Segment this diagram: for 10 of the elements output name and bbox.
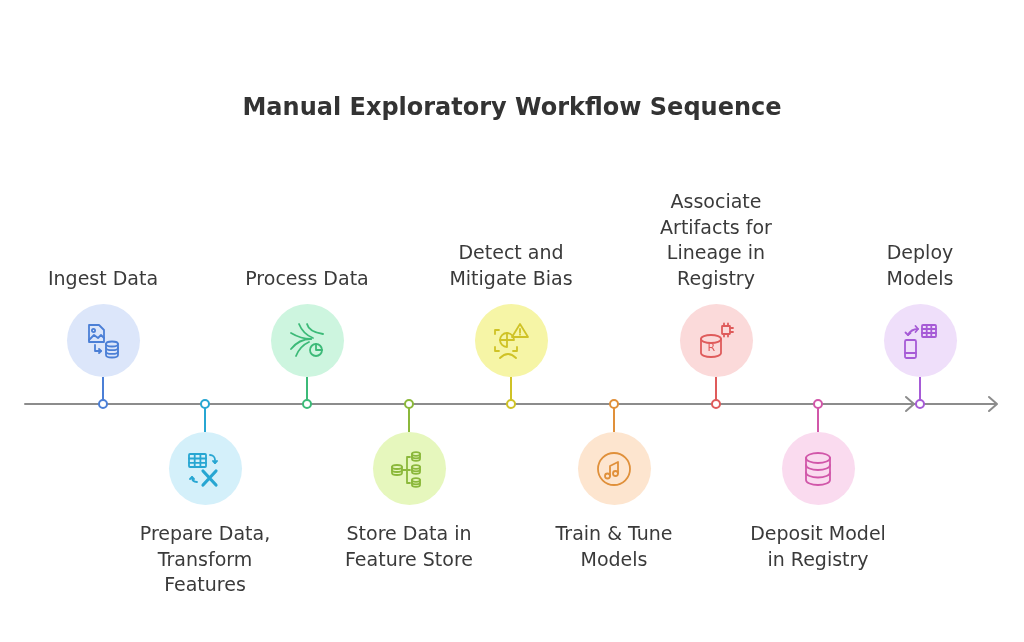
step-label: Ingest Data [47,265,159,291]
step-label: Train & Tune Models [554,521,674,572]
step-label: Associate Artifacts for Lineage in Registry [659,189,773,291]
step-label: Deposit Model in Registry [749,521,887,572]
step-label: Detect and Mitigate Bias [448,240,574,291]
step-label: Process Data [245,265,369,291]
step-label: Prepare Data, Transform Features [138,521,272,597]
step-label: Deploy Models [885,240,955,291]
step-label: Store Data in Feature Store [343,521,475,572]
diagram-title: Manual Exploratory Workflow Sequence [241,92,783,122]
